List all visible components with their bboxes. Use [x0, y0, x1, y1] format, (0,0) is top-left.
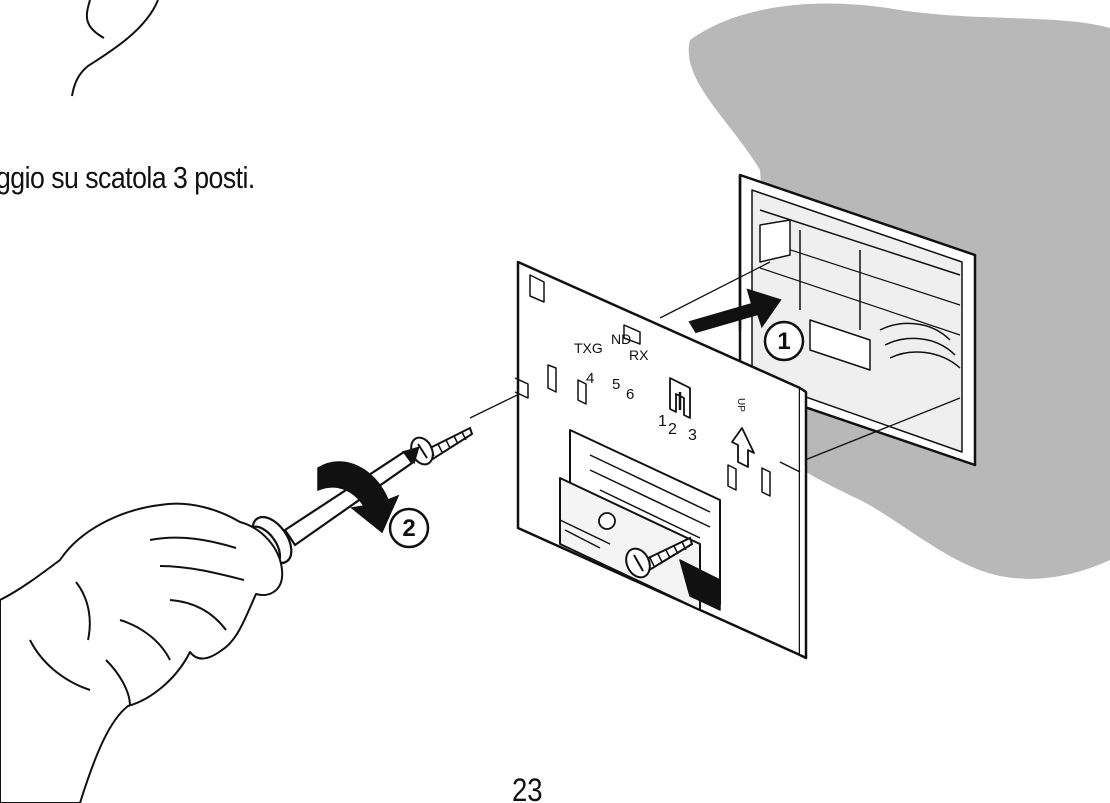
page-number: 23	[512, 772, 543, 803]
label-up: UP	[735, 398, 746, 412]
terminal-labels: TXG ND RX 4 5 6 1 2 3 UP	[574, 331, 746, 444]
label-4: 4	[586, 370, 594, 387]
label-1: 1	[658, 413, 667, 430]
label-3: 3	[688, 427, 697, 444]
step-1-label: 1	[777, 328, 790, 355]
step-1-marker: 1	[763, 320, 805, 362]
label-rx: RX	[629, 347, 649, 363]
mounting-plate	[514, 260, 808, 660]
step-2-marker: 2	[388, 507, 430, 549]
label-nd: ND	[611, 331, 631, 347]
step-2-label: 2	[402, 515, 415, 542]
caption-text: ggio su scatola 3 posti.	[0, 160, 255, 195]
push-arrow	[688, 288, 782, 334]
lower-screw	[625, 536, 694, 579]
rotation-arrow	[317, 461, 400, 534]
label-2: 2	[668, 421, 677, 438]
top-hand-outline	[71, 0, 159, 97]
label-txg: TXG	[574, 340, 603, 356]
label-6: 6	[626, 386, 634, 403]
label-5: 5	[612, 376, 620, 393]
hand-illustration	[0, 502, 284, 803]
